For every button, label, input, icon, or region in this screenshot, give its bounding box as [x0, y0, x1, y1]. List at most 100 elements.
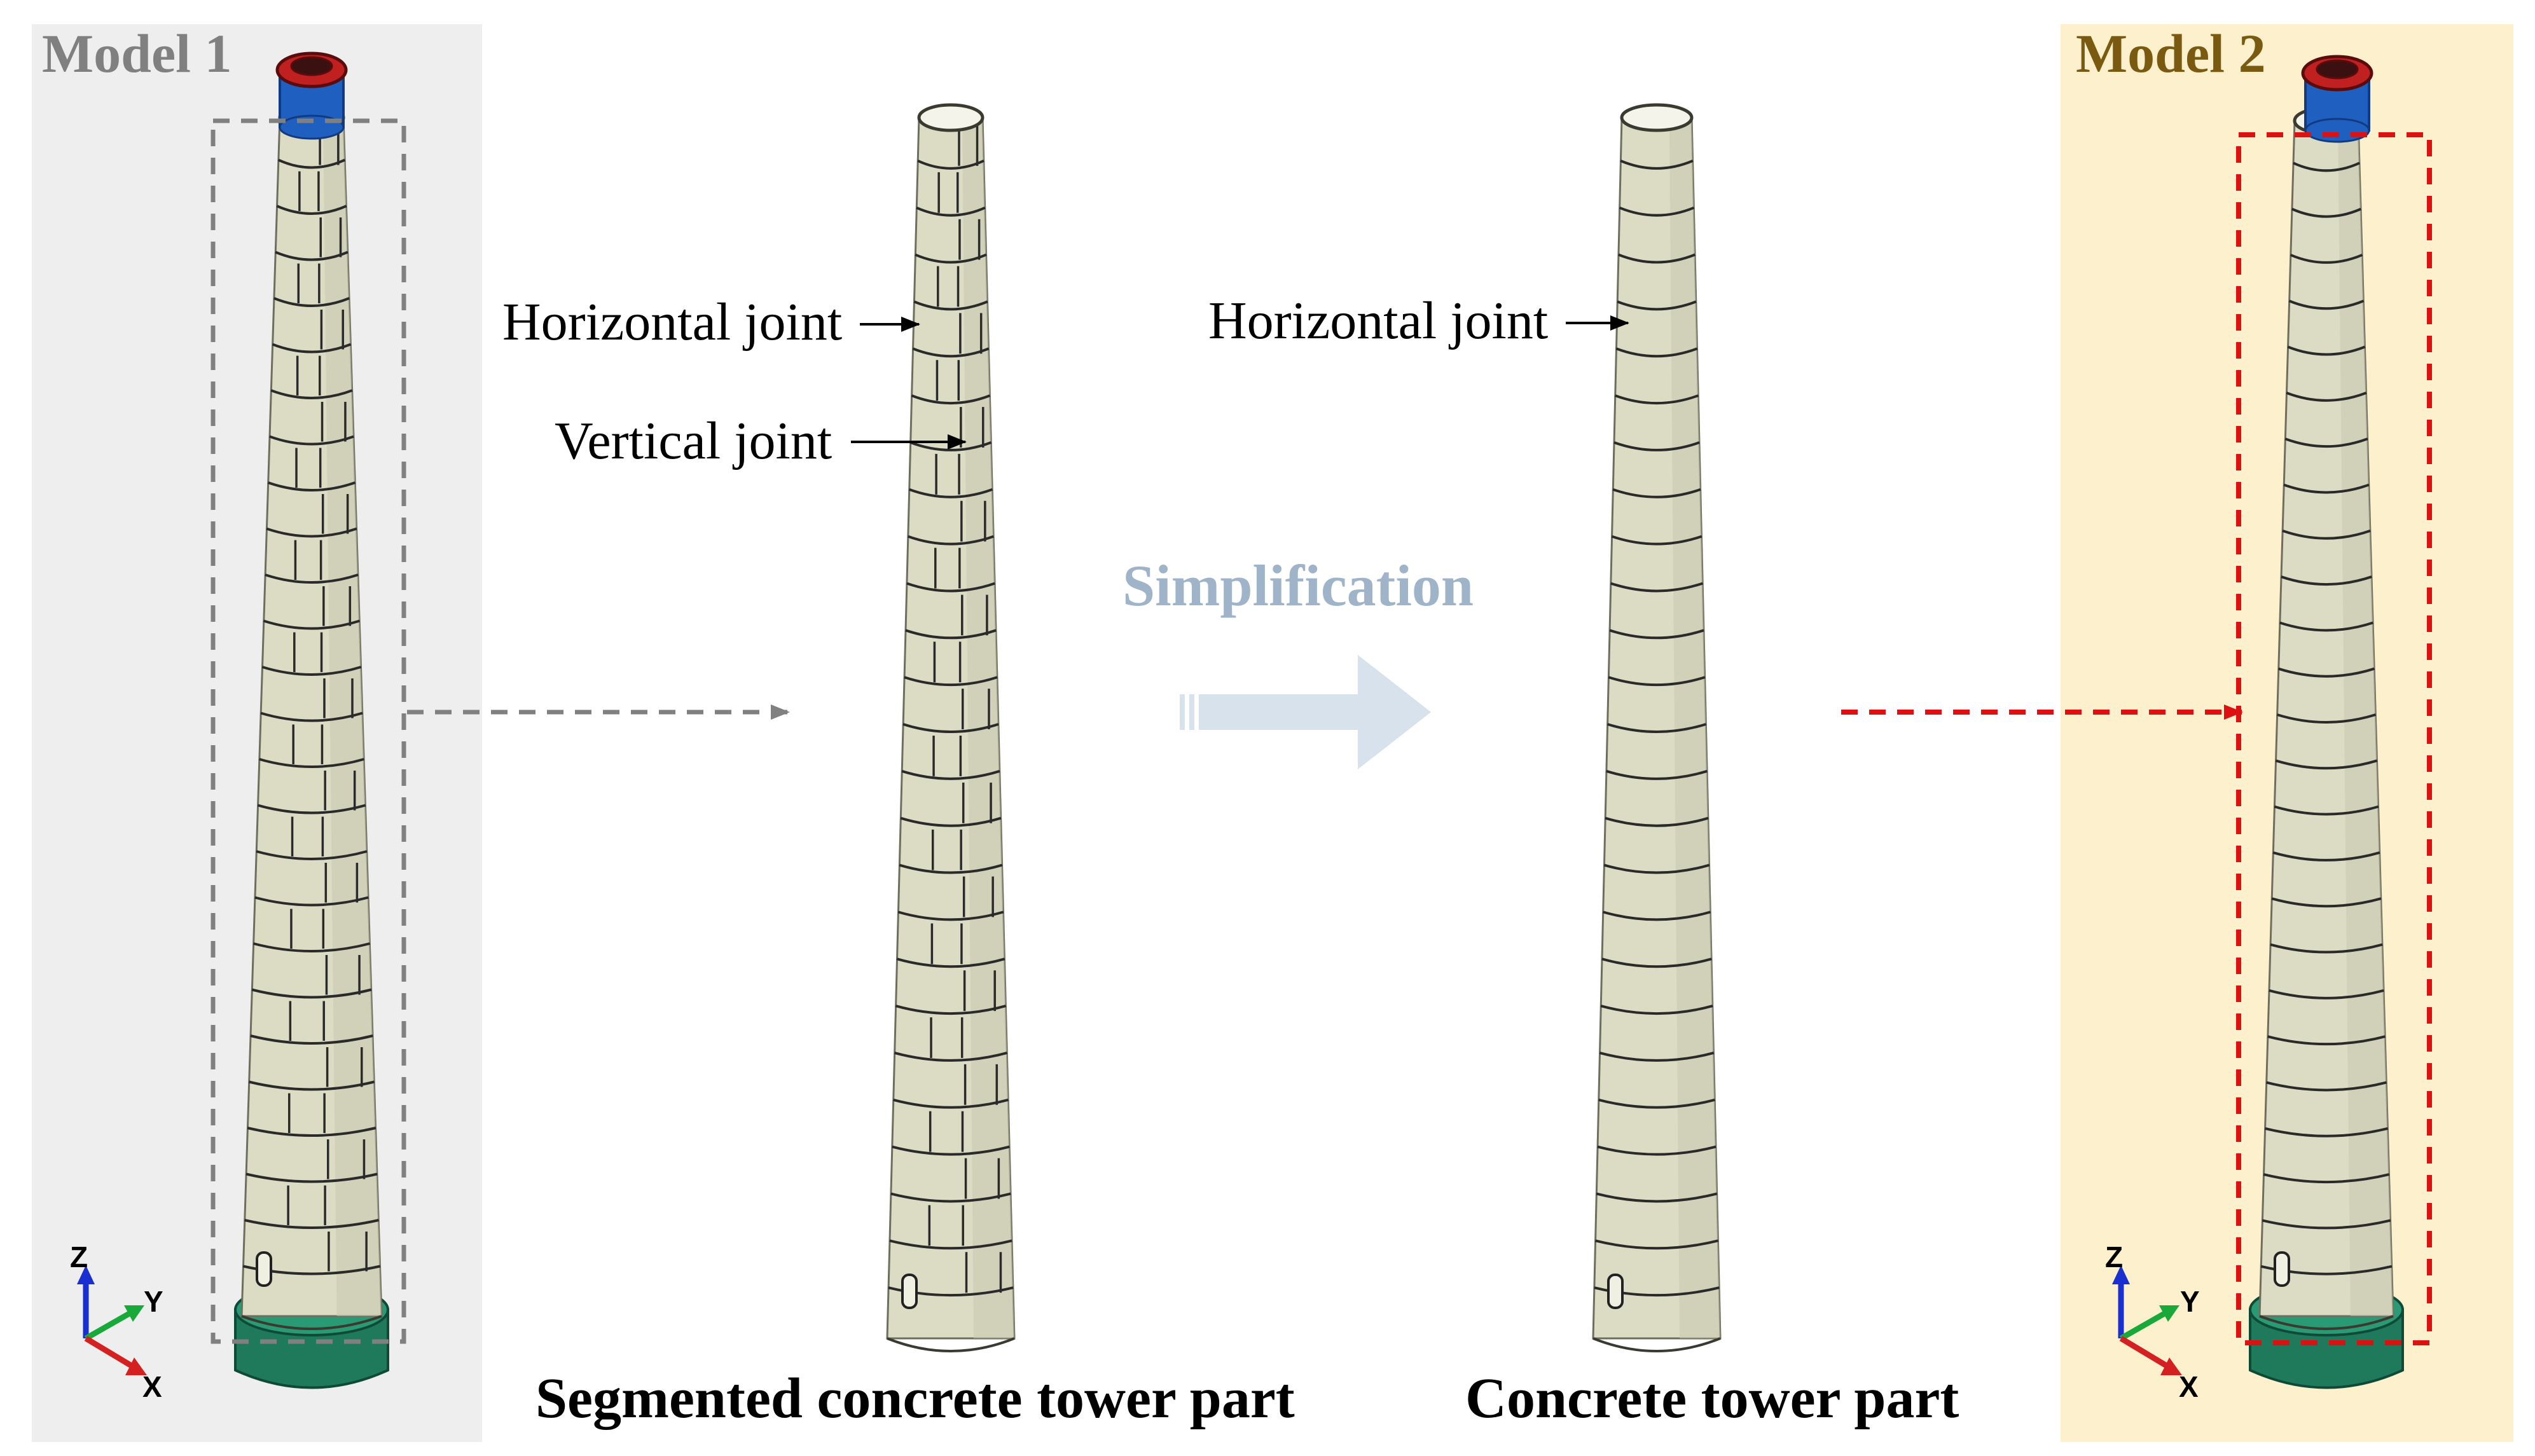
- horizontal-joint-line: [2279, 621, 2373, 632]
- model2-tower-bottom-edge: [2259, 1315, 2394, 1330]
- horizontal-joint-line: [259, 758, 364, 768]
- horizontal-joint-line: [2264, 1127, 2389, 1137]
- model2-axis-y-label: Y: [2180, 1285, 2200, 1318]
- horizontal-joint-line: [904, 676, 998, 687]
- horizontal-joint-line: [913, 300, 988, 311]
- model2-tower-door: [2274, 1251, 2290, 1287]
- horizontal-joint-line: [2291, 207, 2362, 218]
- horizontal-joint-line: [2262, 1219, 2391, 1230]
- horizontal-joint-line: [254, 896, 369, 907]
- horizontal-joint-line: [2281, 575, 2372, 586]
- horizontal-joint-line: [2272, 851, 2380, 862]
- horizontal-joint-line: [900, 816, 1002, 827]
- horizontal-joint-line: [897, 910, 1004, 921]
- segmented-tower: [886, 103, 1016, 1352]
- horizontal-joint-line: [2286, 391, 2367, 402]
- horizontal-joint-line: [911, 394, 991, 405]
- horizontal-joint-line: [245, 1172, 378, 1183]
- model1-steel-adapter: [275, 52, 348, 140]
- segmented-tower-top-opening: [917, 103, 984, 132]
- horizontal-joint-line: [1609, 629, 1704, 640]
- horizontal-joint-line: [1603, 863, 1710, 874]
- horizontal-joint-line: [1606, 723, 1707, 733]
- horizontal-joint-line: [1618, 253, 1696, 264]
- model1-tower-bottom-edge: [241, 1315, 382, 1330]
- model1-axis-triad-z-head: [77, 1265, 95, 1284]
- horizontal-joint-line: [1612, 488, 1701, 498]
- segmented-tower-caption: Segmented concrete tower part: [535, 1367, 1295, 1430]
- horizontal-joint-line: [1606, 769, 1708, 780]
- model1-steel-adapter-ring-inner: [290, 56, 333, 76]
- horizontal-joint-line: [1603, 910, 1711, 921]
- model1-axis-triad: [77, 1265, 147, 1375]
- horizontal-joint-line: [2274, 805, 2379, 816]
- horizontal-joint-line: [1600, 1005, 1713, 1015]
- horizontal-joint-line: [1611, 535, 1703, 546]
- horizontal-joint-line: [902, 723, 999, 733]
- horizontal-joint-line: [2266, 1081, 2387, 1092]
- horizontal-joint-line: [2288, 299, 2365, 310]
- horizontal-joint-line: [1617, 300, 1697, 311]
- horizontal-joint-line: [2282, 529, 2371, 540]
- horizontal-joint-line: [890, 1192, 1011, 1203]
- horizontal-joint-line: [2263, 1173, 2390, 1184]
- model2-steel-adapter-bottom: [2304, 118, 2370, 143]
- segmented-horizontal-joint-label: Horizontal joint: [502, 292, 843, 352]
- horizontal-joint-line: [1598, 1098, 1715, 1109]
- horizontal-joint-line: [899, 863, 1003, 874]
- model2-axis-triad-z-head: [2112, 1265, 2130, 1284]
- model1-tower: [240, 103, 383, 1330]
- simplification-arrow-body: [1199, 655, 1431, 769]
- horizontal-joint-line: [895, 1005, 1007, 1015]
- simplified-horizontal-joint-label: Horizontal joint: [1208, 291, 1549, 350]
- horizontal-joint-line: [894, 1051, 1007, 1062]
- horizontal-joint-line: [2270, 943, 2383, 954]
- model2-axis-triad-x-axis: [2119, 1336, 2171, 1370]
- horizontal-joint-line: [2269, 989, 2384, 999]
- simplification-arrow-tick: [1180, 694, 1185, 730]
- model2-axis-z-label: Z: [2105, 1240, 2124, 1274]
- concrete-tower-caption: Concrete tower part: [1465, 1367, 1959, 1430]
- horizontal-joint-line: [1594, 1239, 1719, 1250]
- model2-axis-triad-y-head: [2159, 1305, 2179, 1322]
- horizontal-joint-line: [905, 629, 997, 640]
- horizontal-joint-line: [252, 942, 371, 952]
- concrete-tower-door: [1607, 1274, 1624, 1309]
- horizontal-joint-line: [2267, 1035, 2386, 1046]
- horizontal-joint-line: [2293, 161, 2360, 172]
- horizontal-joint-line: [1615, 347, 1698, 358]
- horizontal-joint-line: [2284, 437, 2368, 448]
- horizontal-joint-line: [916, 206, 986, 217]
- horizontal-joint-line: [1605, 816, 1709, 827]
- horizontal-joint-line: [2283, 483, 2370, 494]
- model2-axis-triad: [2112, 1265, 2182, 1375]
- model1-axis-y-label: Y: [144, 1285, 163, 1318]
- horizontal-joint-line: [1596, 1192, 1718, 1203]
- simplification-label: Simplification: [1122, 553, 1474, 618]
- horizontal-joint-line: [2275, 759, 2378, 770]
- model1-axis-x-label: X: [142, 1370, 162, 1403]
- horizontal-joint-line: [2276, 713, 2377, 724]
- horizontal-joint-line: [892, 1145, 1010, 1156]
- horizontal-joint-line: [908, 488, 993, 498]
- horizontal-joint-line: [273, 297, 350, 307]
- horizontal-joint-line: [267, 481, 356, 491]
- model1-axis-triad-y-head: [124, 1305, 144, 1322]
- model1-axis-triad-x-axis: [84, 1336, 135, 1370]
- model2-axis-x-label: X: [2179, 1370, 2199, 1403]
- horizontal-joint-line: [250, 1034, 373, 1045]
- concrete-tower: [1592, 103, 1722, 1352]
- horizontal-joint-line: [2290, 254, 2363, 264]
- segmented-tower-bottom-edge: [887, 1337, 1015, 1352]
- model2-title: Model 2: [2076, 23, 2266, 84]
- concrete-tower-top-opening: [1620, 103, 1694, 132]
- model2-axis-triad-x-head: [2160, 1357, 2182, 1375]
- horizontal-joint-line: [2287, 345, 2366, 356]
- horizontal-joint-line: [260, 711, 363, 722]
- model1-selection-box: [211, 118, 406, 1344]
- model2-selection-box: [2236, 132, 2432, 1345]
- horizontal-joint-line: [1608, 676, 1706, 687]
- horizontal-joint-line: [270, 389, 353, 399]
- horizontal-joint-line: [2278, 667, 2375, 678]
